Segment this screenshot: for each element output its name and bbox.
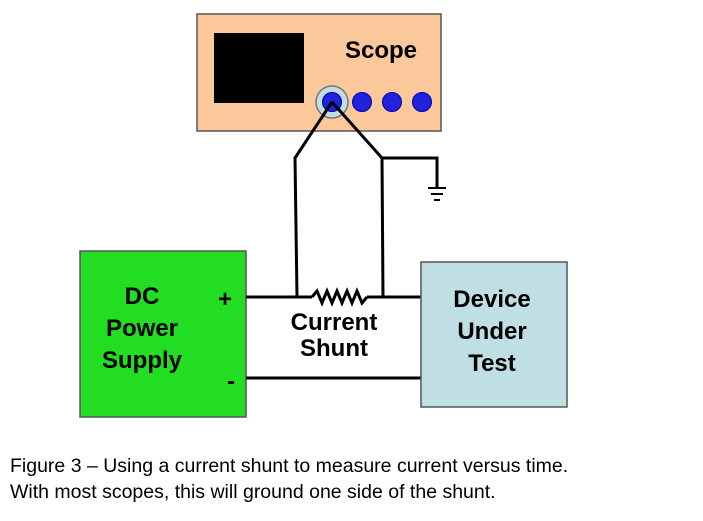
scope-screen bbox=[214, 33, 304, 103]
dut-label-line-3: Test bbox=[468, 350, 516, 377]
scope: Scope bbox=[196, 13, 442, 132]
power-supply-label-line-1: DC bbox=[125, 283, 160, 310]
dc-power-supply: DC Power Supply + - bbox=[79, 250, 247, 418]
dut-label-line-1: Device bbox=[453, 286, 530, 313]
negative-terminal-label: - bbox=[227, 368, 235, 395]
scope-knob bbox=[352, 92, 372, 112]
dut-body bbox=[420, 261, 568, 408]
circuit-wires bbox=[246, 287, 421, 380]
figure-caption: Figure 3 – Using a current shunt to meas… bbox=[10, 453, 700, 505]
ground-symbol bbox=[428, 187, 446, 201]
scope-label: Scope bbox=[345, 37, 417, 64]
shunt-resistor bbox=[310, 287, 369, 307]
ground-wire bbox=[382, 156, 439, 188]
shunt-label-line-1: Current bbox=[291, 309, 378, 336]
caption-line-1: Figure 3 – Using a current shunt to meas… bbox=[10, 455, 569, 477]
shunt-label-line-2: Shunt bbox=[300, 335, 368, 362]
dut-label-line-2: Under bbox=[457, 318, 526, 345]
device-under-test: Device Under Test bbox=[420, 261, 568, 408]
power-supply-label-line-3: Supply bbox=[102, 347, 183, 374]
positive-terminal-label: + bbox=[218, 286, 232, 313]
probe-wire-left bbox=[293, 101, 334, 298]
power-supply-label-line-2: Power bbox=[106, 315, 178, 342]
scope-knob bbox=[412, 92, 432, 112]
power-supply-body bbox=[79, 250, 247, 418]
scope-knob bbox=[382, 92, 402, 112]
caption-line-2: With most scopes, this will ground one s… bbox=[10, 481, 496, 503]
probe-wires bbox=[293, 101, 439, 298]
